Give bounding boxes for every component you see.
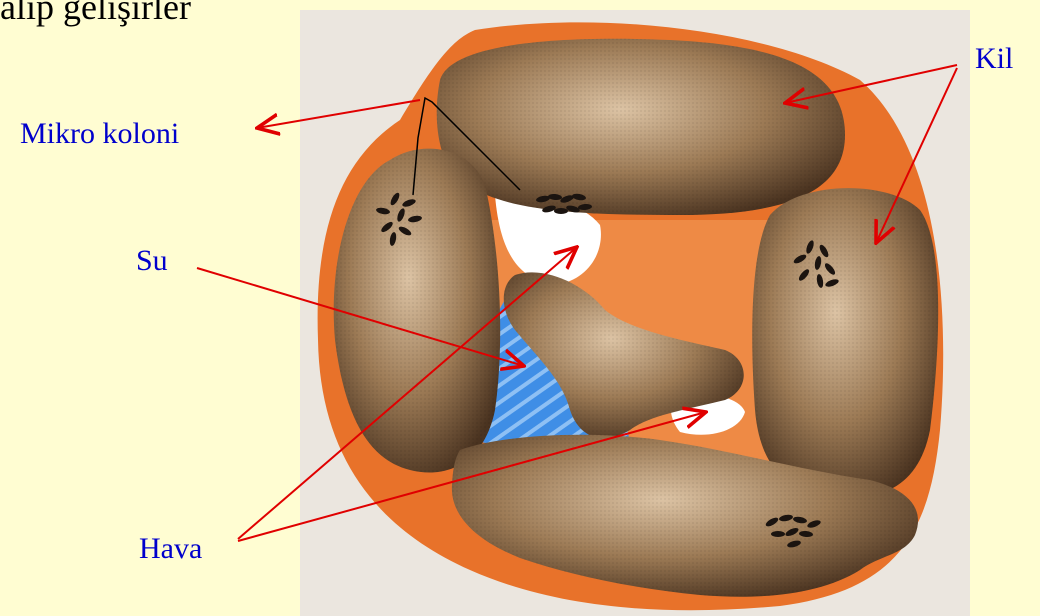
arrow-hava-bottom bbox=[238, 412, 706, 541]
arrow-kil-top bbox=[785, 65, 957, 103]
label-hava: Hava bbox=[139, 532, 202, 566]
label-mikro-koloni: Mikro koloni bbox=[20, 117, 179, 151]
label-su: Su bbox=[136, 244, 168, 278]
arrow-su bbox=[197, 268, 524, 366]
micro-colony-leader-lines bbox=[413, 98, 520, 195]
label-kil: Kil bbox=[975, 42, 1013, 76]
arrow-mikro-koloni bbox=[257, 100, 420, 128]
arrow-kil-right bbox=[876, 68, 957, 243]
